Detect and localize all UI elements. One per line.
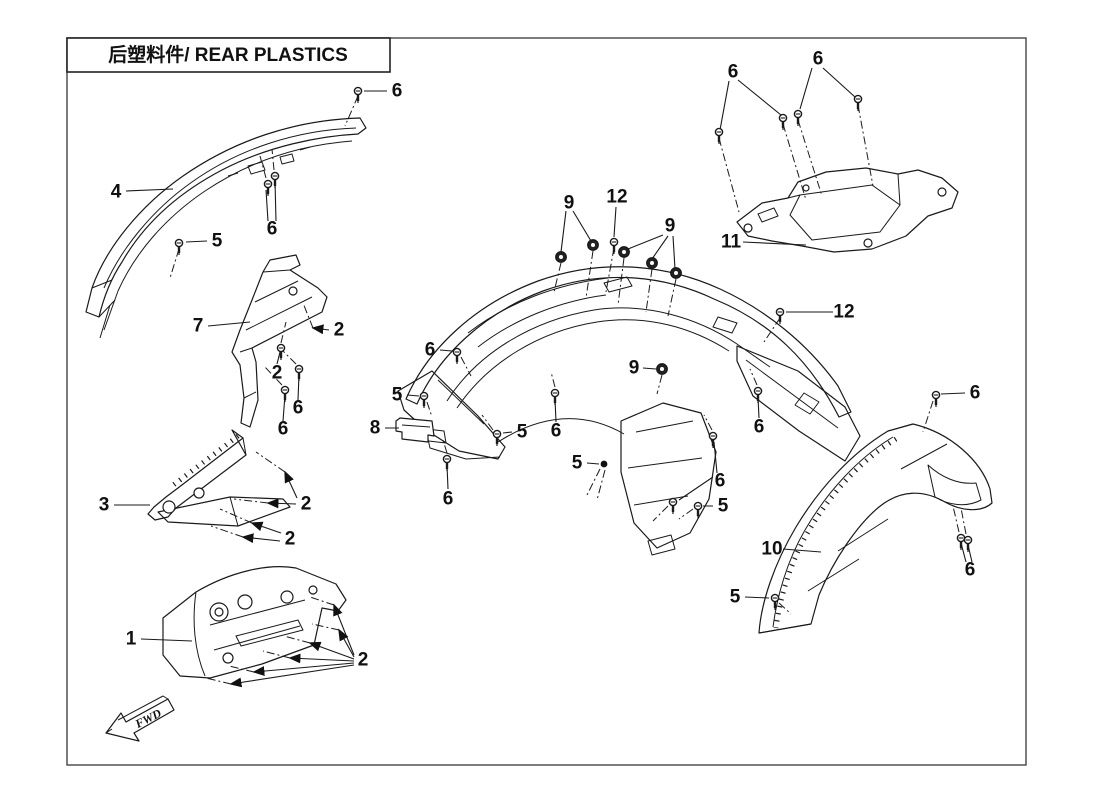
part-1-drawing <box>162 566 347 679</box>
callout-label-6: 6 <box>267 219 278 240</box>
callout-label-6: 6 <box>754 417 765 438</box>
nut-icon <box>670 267 682 279</box>
nut-icon <box>618 246 630 258</box>
callout-label-11: 11 <box>721 232 742 253</box>
callout-label-9: 9 <box>665 216 676 237</box>
callout-label-10: 10 <box>761 539 782 560</box>
callout-label-5: 5 <box>572 453 583 474</box>
axis-lines <box>169 95 967 685</box>
callout-label-2: 2 <box>285 529 296 550</box>
part-10-drawing <box>758 423 993 634</box>
callout-label-6: 6 <box>715 471 726 492</box>
callout-label-6: 6 <box>965 560 976 581</box>
nut-icon <box>656 363 668 375</box>
nut-icon <box>587 239 599 251</box>
callout-label-6: 6 <box>392 81 403 102</box>
callout-label-5: 5 <box>718 496 729 517</box>
callout-label-3: 3 <box>99 495 110 516</box>
callout-label-5: 5 <box>730 587 741 608</box>
callout-label-12: 12 <box>606 187 627 208</box>
callout-label-6: 6 <box>425 340 436 361</box>
callout-label-6: 6 <box>970 383 981 404</box>
callout-label-2: 2 <box>301 494 312 515</box>
callout-label-8: 8 <box>370 418 381 439</box>
callout-label-2: 2 <box>358 650 369 671</box>
nut-icon <box>555 251 567 263</box>
callout-label-9: 9 <box>564 193 575 214</box>
callout-label-2: 2 <box>272 363 283 384</box>
dot-icon <box>600 460 608 468</box>
callout-label-6: 6 <box>551 421 562 442</box>
part-4-drawing <box>85 117 367 339</box>
callout-label-6: 6 <box>293 398 304 419</box>
part-11-drawing <box>736 167 959 253</box>
callout-label-1: 1 <box>126 629 137 650</box>
leader-lines <box>114 67 973 642</box>
callout-label-2: 2 <box>334 320 345 341</box>
part-8-drawing <box>395 417 435 443</box>
part-3-drawing <box>147 429 291 527</box>
part-7-drawing <box>231 254 328 428</box>
callout-label-6: 6 <box>728 62 739 83</box>
callout-label-6: 6 <box>278 419 289 440</box>
nut-icon <box>646 257 658 269</box>
arrow-leaders <box>229 324 355 688</box>
page-title: 后塑料件/ REAR PLASTICS <box>108 43 348 66</box>
callout-label-9: 9 <box>629 358 640 379</box>
callout-label-6: 6 <box>813 49 824 70</box>
callout-label-12: 12 <box>833 302 854 323</box>
callout-label-7: 7 <box>193 316 204 337</box>
page-border <box>66 37 1027 766</box>
title-box <box>66 37 391 73</box>
callout-label-6: 6 <box>443 489 454 510</box>
callout-label-5: 5 <box>517 422 528 443</box>
rear-body-assembly-drawing <box>397 266 861 556</box>
callout-label-4: 4 <box>111 182 122 203</box>
callout-label-5: 5 <box>212 231 223 252</box>
callout-label-5: 5 <box>392 385 403 406</box>
fwd-arrow-icon: FWD <box>105 695 175 742</box>
